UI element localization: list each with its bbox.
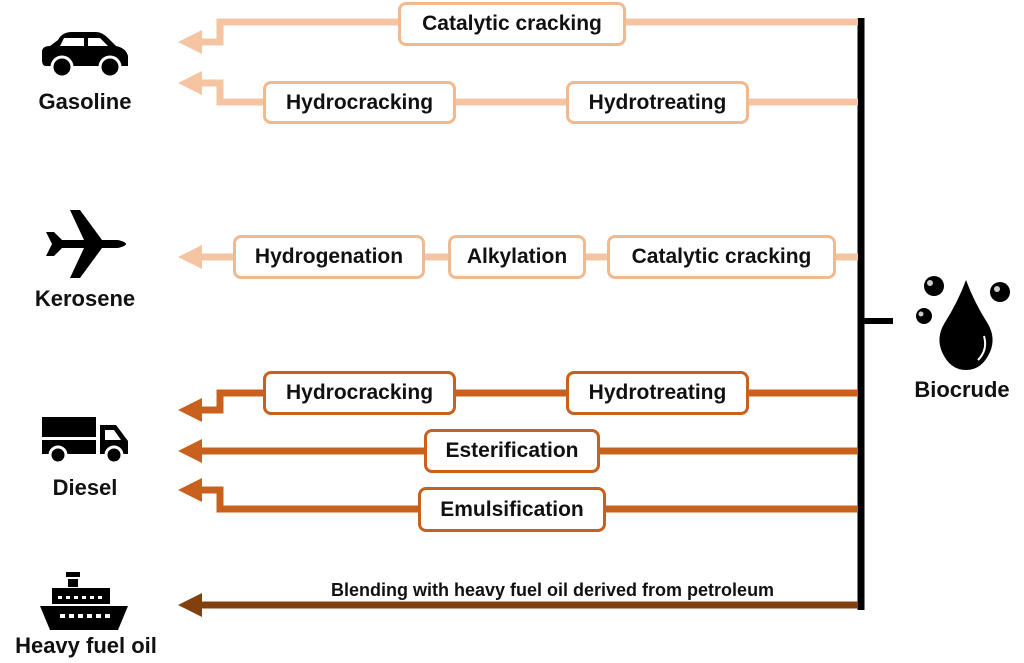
product-label-diesel: Diesel bbox=[52, 475, 118, 500]
route-diesel-emulsification-arrowhead bbox=[178, 478, 202, 502]
oil-drop-icon bbox=[916, 276, 1010, 370]
process-box-hydrotreating-gasoline: Hydrotreating bbox=[566, 81, 749, 124]
process-box-hydrotreating-diesel: Hydrotreating bbox=[566, 371, 749, 415]
process-box-hydrocracking-gasoline: Hydrocracking bbox=[263, 81, 456, 124]
process-box-hydrogenation-kerosene: Hydrogenation bbox=[233, 235, 425, 279]
product-label-heavy-fuel-oil: Heavy fuel oil bbox=[15, 633, 157, 658]
route-diesel-hydrocracking-arrowhead bbox=[178, 398, 202, 422]
process-box-esterification-diesel: Esterification bbox=[424, 429, 600, 473]
process-box-hydrocracking-diesel: Hydrocracking bbox=[263, 371, 456, 415]
process-box-catalytic-cracking-kerosene: Catalytic cracking bbox=[607, 235, 836, 279]
truck-icon bbox=[42, 417, 128, 465]
route-kerosene-arrowhead bbox=[178, 245, 202, 269]
route-diesel-esterification-arrowhead bbox=[178, 439, 202, 463]
product-label-gasoline: Gasoline bbox=[38, 89, 132, 114]
ship-icon bbox=[40, 572, 128, 630]
process-box-emulsification-diesel: Emulsification bbox=[418, 487, 606, 532]
process-box-catalytic-cracking-gasoline: Catalytic cracking bbox=[398, 2, 626, 46]
route-heavy-fuel-oil-arrowhead bbox=[178, 593, 202, 617]
source-label-biocrude: Biocrude bbox=[914, 377, 1010, 402]
airplane-icon bbox=[46, 210, 126, 278]
route-gasoline-hydrocracking-line bbox=[200, 79, 858, 106]
process-box-alkylation-kerosene: Alkylation bbox=[448, 235, 586, 279]
route-diesel-hydrocracking-line bbox=[200, 389, 858, 414]
product-label-kerosene: Kerosene bbox=[34, 286, 136, 311]
car-icon bbox=[42, 32, 128, 78]
annotation-blending: Blending with heavy fuel oil derived fro… bbox=[331, 580, 775, 600]
route-gasoline-hydrocracking-arrowhead bbox=[178, 71, 202, 95]
route-gasoline-catalytic-cracking-arrowhead bbox=[178, 30, 202, 54]
